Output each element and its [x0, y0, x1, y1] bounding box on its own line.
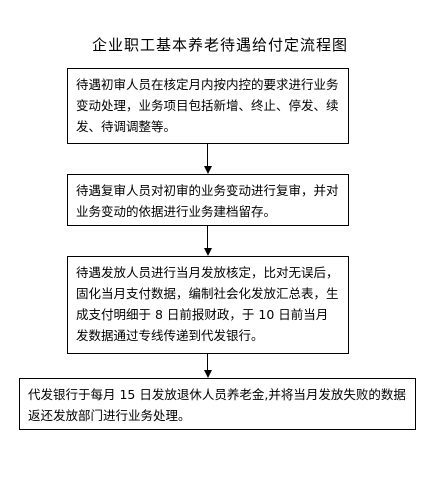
arrow-down-icon — [204, 144, 212, 174]
arrow-down-icon — [204, 226, 212, 256]
step-payment-approval: 待遇发放人员进行当月发放核定，比对无误后，固化当月支付数据，编制社会化发放汇总表… — [67, 256, 349, 354]
step-bank-disbursement: 代发银行于每月 15 日发放退休人员养老金,并将当月发放失败的数据返还发放部门进… — [19, 378, 416, 430]
flowchart-title: 企业职工基本养老待遇给付定流程图 — [92, 36, 349, 54]
arrow-down-icon — [204, 354, 212, 378]
step-secondary-review: 待遇复审人员对初审的业务变动进行复审，并对业务变动的依据进行业务建档留存。 — [67, 174, 349, 226]
step-initial-review: 待遇初审人员在核定月内按内控的要求进行业务变动处理，业务项目包括新增、终止、停发… — [67, 68, 349, 144]
